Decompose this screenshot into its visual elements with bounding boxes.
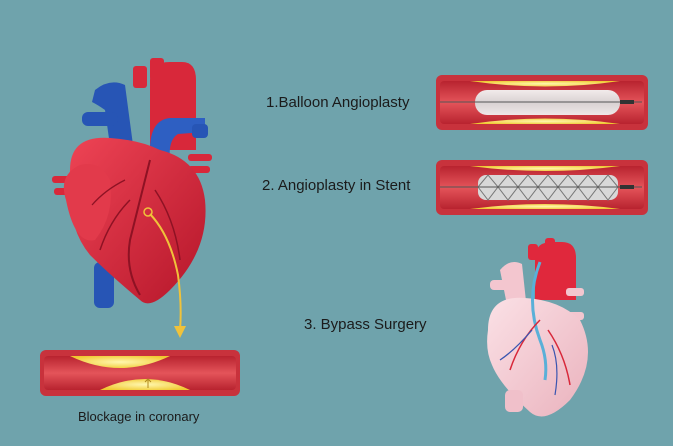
balloon-vessel (436, 75, 648, 130)
bypass-heart-illustration (487, 238, 588, 417)
bypass-surgery-label: 3. Bypass Surgery (304, 316, 427, 333)
stent-angioplasty-label: 2. Angioplasty in Stent (262, 177, 411, 194)
blockage-label: Blockage in coronary (78, 409, 200, 424)
balloon-angioplasty-label: 1.Balloon Angioplasty (266, 94, 410, 111)
stent-vessel (436, 160, 648, 215)
heart-illustration (52, 58, 212, 338)
blocked-vessel (40, 350, 240, 396)
